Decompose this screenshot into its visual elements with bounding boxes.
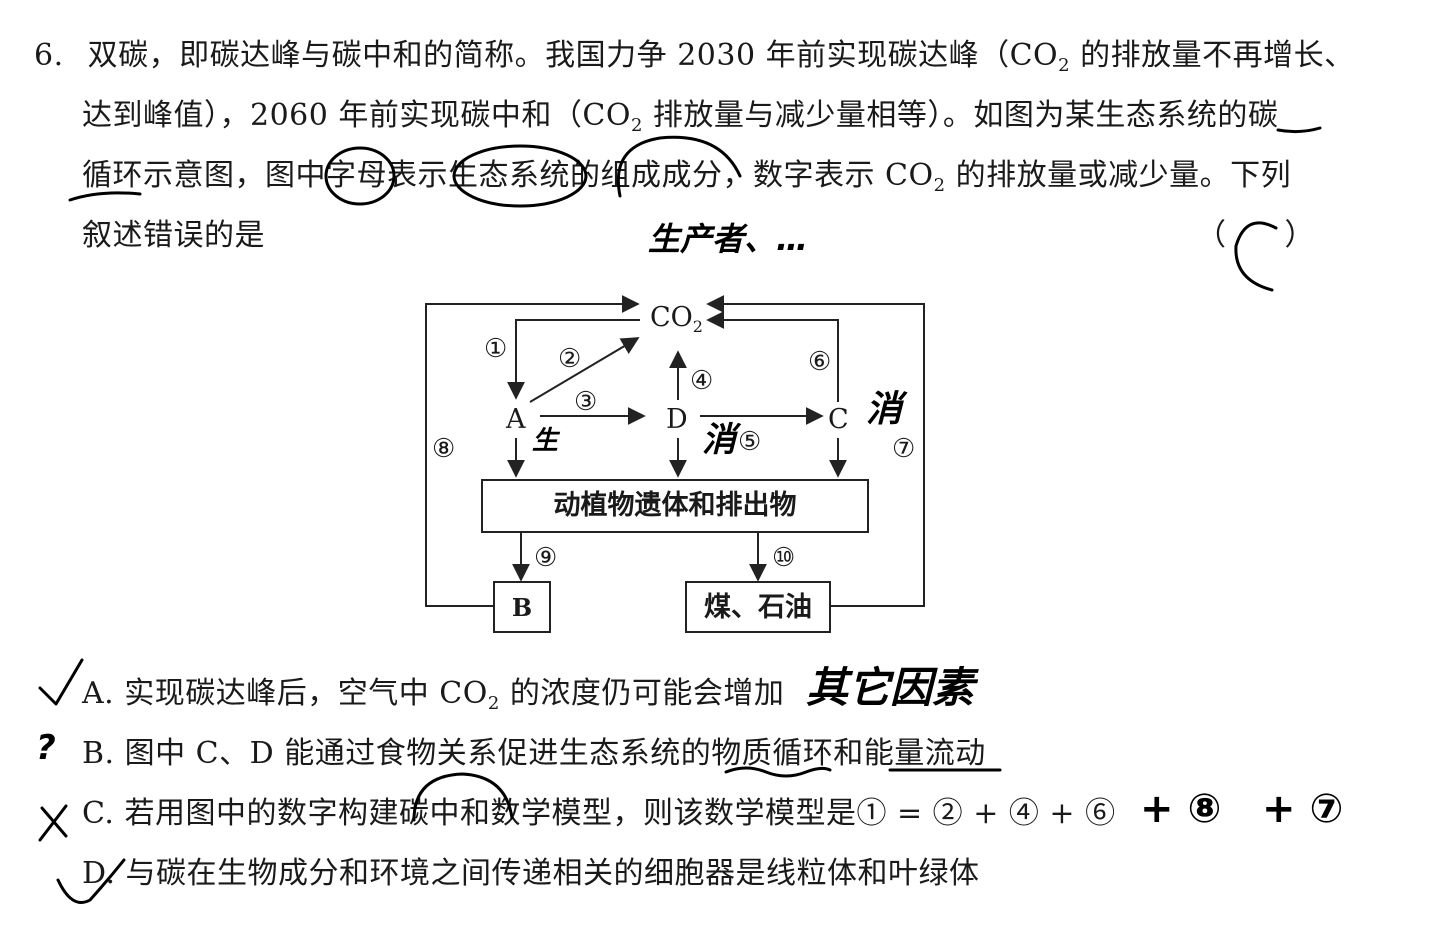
handwritten-plus-7: + ⑦ [1262, 786, 1344, 832]
question-line-2: 达到峰值），2060 年前实现碳中和（CO2 排放量与减少量相等）。如图为某生态… [82, 98, 1279, 136]
label-8: ⑧ [432, 434, 455, 464]
fossil-box [685, 581, 831, 633]
arrow-b-to-co2 [425, 295, 640, 607]
label-10: ⑩ [772, 543, 795, 573]
circle-stroke [324, 146, 396, 206]
node-c: C [828, 404, 849, 435]
remains-box-label: 动植物遗体和排出物 [554, 489, 797, 521]
label-4: ④ [690, 366, 713, 396]
handwritten-plus-8: + ⑧ [1140, 786, 1222, 832]
remains-box [481, 479, 869, 533]
fossil-box-label: 煤、石油 [704, 592, 812, 623]
arrow-fossil-to-co2 [706, 295, 925, 607]
question-line-3: 循环示意图，图中字母表示生态系统的组成成分，数字表示 CO2 的排放量或减少量。… [82, 158, 1292, 196]
check-mark-a [38, 658, 84, 706]
label-6: ⑥ [808, 347, 831, 377]
circle-stroke [616, 135, 742, 198]
handwritten-c-label: 消 [866, 389, 903, 430]
handwritten-option-a-note: 其它因素 [806, 663, 975, 712]
label-7: ⑦ [892, 434, 915, 464]
node-b: B [512, 593, 532, 622]
arrow-c-to-co2 [706, 311, 839, 402]
node-a: A [505, 404, 526, 435]
question-line-4: 叙述错误的是 [82, 218, 265, 253]
option-b: B. 图中 C、D 能通过食物关系促进生态系统的物质循环和能量流动 [82, 736, 986, 771]
label-1: ① [484, 334, 507, 364]
option-c: C. 若用图中的数字构建碳中和数学模型，则该数学模型是① = ② + ④ + ⑥ [82, 796, 1116, 831]
circle-stroke [452, 144, 588, 208]
answer-c-stroke [1234, 221, 1278, 292]
co2-label: CO2 [650, 302, 703, 336]
handwritten-a-label: 生 [532, 426, 559, 456]
arrow-co2-to-a [507, 319, 640, 400]
label-9: ⑨ [534, 543, 557, 573]
label-2: ② [558, 344, 581, 374]
underline-stroke [1276, 126, 1322, 134]
option-a: A. 实现碳达峰后，空气中 CO2 的浓度仍可能会增加 [82, 676, 785, 714]
handwritten-producer-note: 生产者、… [648, 220, 809, 258]
circle-stroke [412, 772, 514, 822]
node-d: D [666, 404, 688, 435]
answer-bracket: （） [1196, 218, 1315, 253]
handwritten-d-label: 消 [702, 420, 736, 460]
label-3: ③ [574, 387, 597, 417]
question-number: 6. [34, 38, 64, 73]
question-line-1: 6. 双碳，即碳达峰与碳中和的简称。我国力争 2030 年前实现碳达峰（CO2 … [34, 38, 1355, 76]
check-mark-d [56, 858, 126, 904]
label-5: ⑤ [738, 427, 761, 457]
arrow-a-to-co2 [529, 337, 640, 403]
option-d: D. 与碳在生物成分和环境之间传递相关的细胞器是线粒体和叶绿体 [82, 856, 980, 891]
underline-stroke [724, 766, 832, 778]
b-box [493, 581, 551, 633]
cross-mark-c [38, 804, 68, 842]
handwritten-b-mark: ? [36, 728, 56, 768]
underline-stroke [68, 191, 142, 202]
